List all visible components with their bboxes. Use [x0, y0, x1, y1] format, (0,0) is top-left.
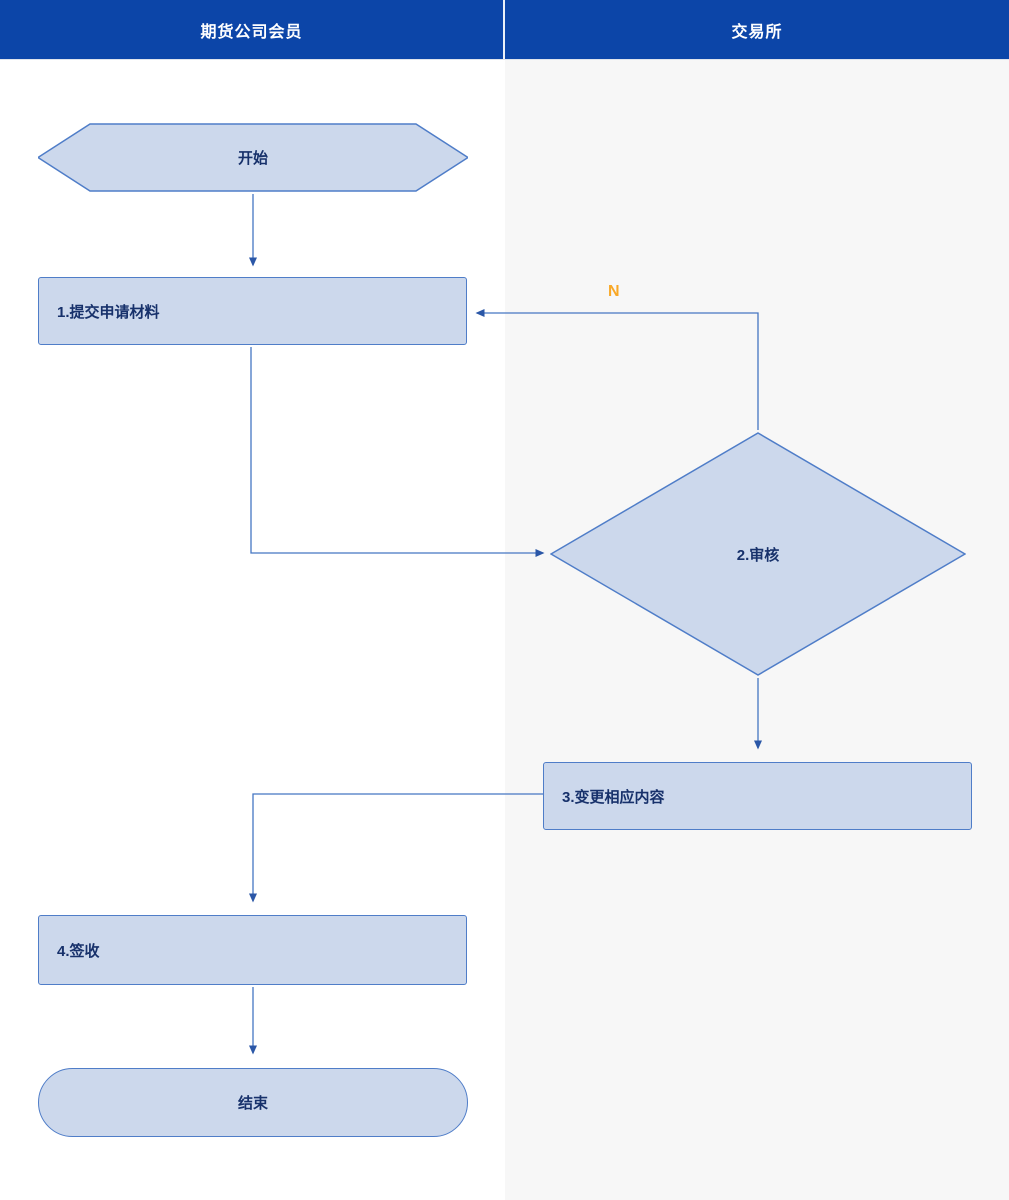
node-review-decision: 2.审核	[550, 432, 966, 676]
edge-change-to-sign	[249, 793, 543, 903]
swimlane-header: 期货公司会员 交易所	[0, 0, 1009, 60]
node-start: 开始	[38, 123, 468, 192]
lane-header-futures-company-member: 期货公司会员	[0, 0, 505, 59]
node-change-label: 3.变更相应内容	[562, 788, 665, 806]
node-start-label: 开始	[237, 150, 268, 167]
lane-header-label: 期货公司会员	[200, 23, 303, 41]
lane-header-label: 交易所	[731, 23, 783, 41]
node-change-content: 3.变更相应内容	[543, 762, 972, 830]
node-submit-materials: 1.提交申请材料	[38, 277, 467, 345]
node-sign-label: 4.签收	[57, 942, 100, 960]
lane-header-exchange: 交易所	[505, 0, 1009, 59]
hexagon-shape	[38, 123, 468, 192]
node-review-label: 2.审核	[736, 546, 780, 564]
node-end-label: 结束	[237, 1095, 268, 1112]
diamond-shape	[550, 432, 966, 676]
node-submit-label: 1.提交申请材料	[57, 303, 160, 321]
node-end: 结束	[38, 1068, 468, 1137]
edge-label-n: N	[608, 283, 620, 300]
node-sign-receipt: 4.签收	[38, 915, 467, 985]
edge-submit-to-review	[250, 347, 545, 557]
